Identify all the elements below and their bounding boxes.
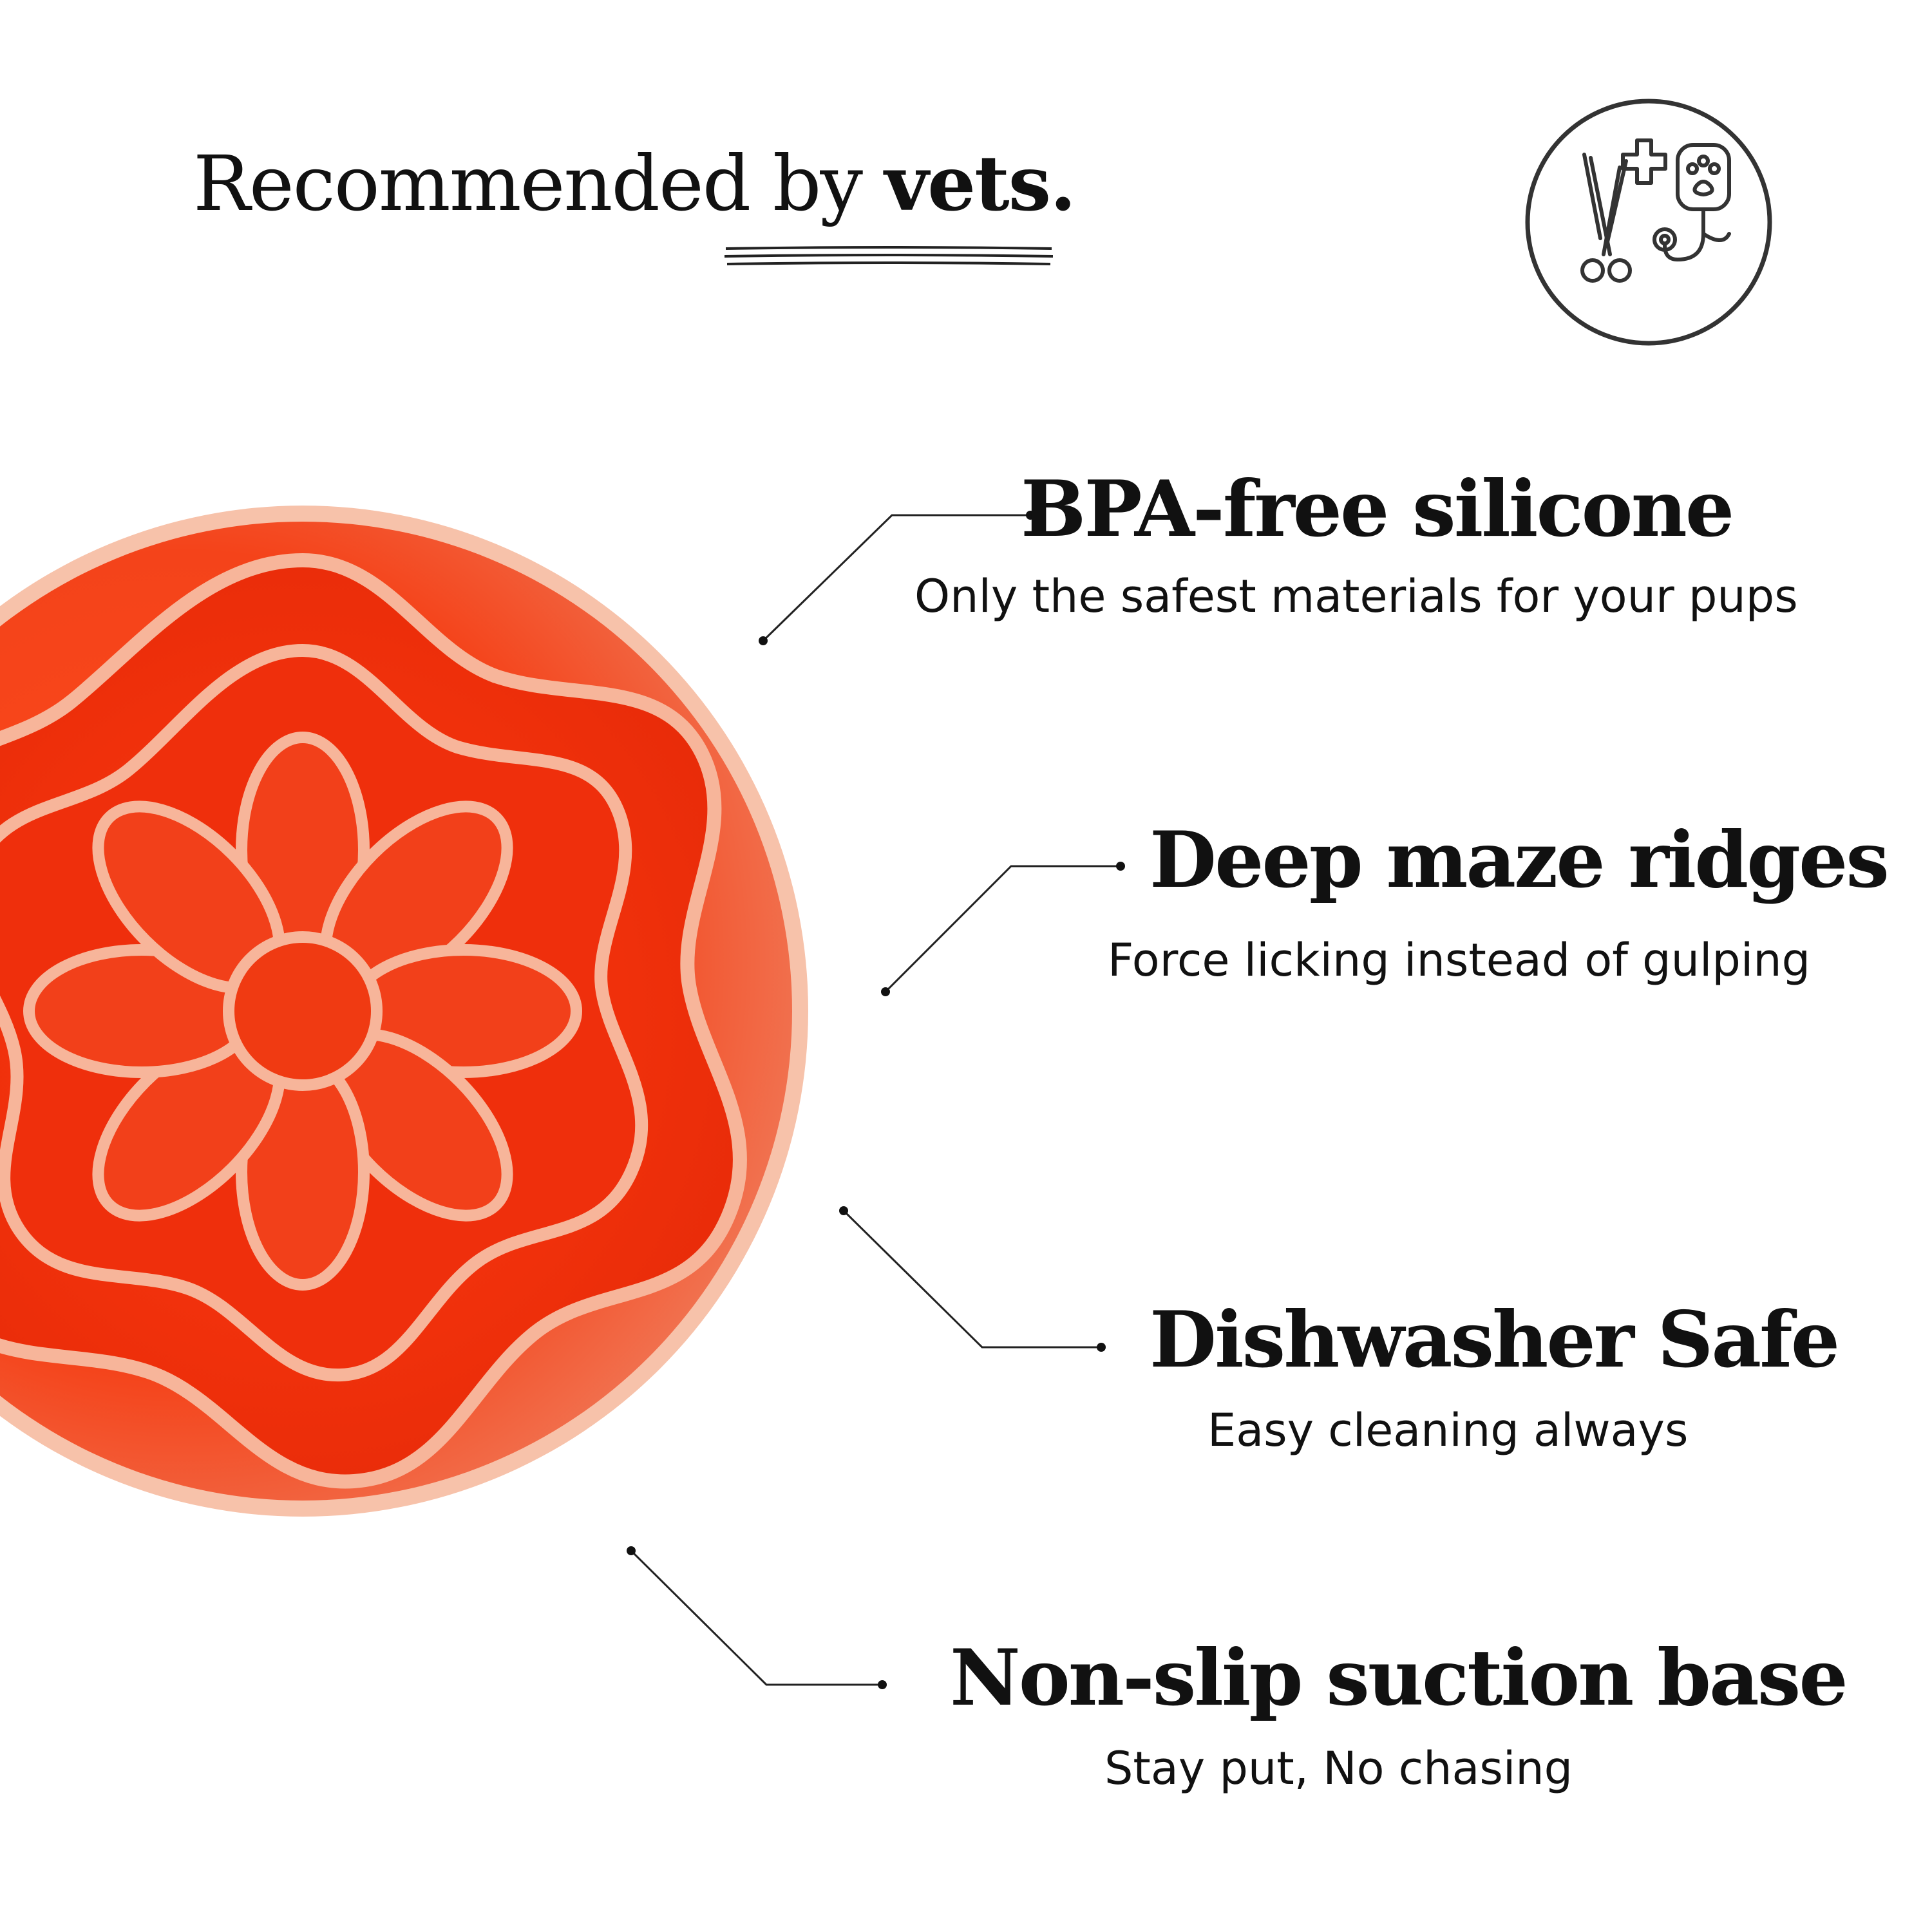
feature-title-dishwasher: Dishwasher Safe bbox=[1150, 1294, 1840, 1385]
slow-feeder-plate bbox=[0, 506, 808, 1517]
feature-title-bpa-free: BPA-free silicone bbox=[1021, 464, 1734, 554]
headline-emphasis: vets. bbox=[884, 138, 1077, 228]
headline-prefix: Recommended by bbox=[193, 139, 885, 228]
feature-desc-maze-ridges: Force licking instead of gulping bbox=[1108, 934, 1811, 987]
feature-title-suction-base: Non-slip suction base bbox=[950, 1633, 1848, 1723]
feature-desc-suction-base: Stay put, No chasing bbox=[1104, 1742, 1573, 1795]
feature-desc-bpa-free: Only the safest materials for your pups bbox=[914, 570, 1798, 623]
headline-underline bbox=[724, 246, 1053, 265]
headline: Recommended by vets. bbox=[193, 138, 1077, 228]
feature-desc-dishwasher: Easy cleaning always bbox=[1208, 1404, 1689, 1457]
feature-title-maze-ridges: Deep maze ridges bbox=[1150, 815, 1889, 905]
veterinary-tools-icon bbox=[1525, 99, 1772, 346]
